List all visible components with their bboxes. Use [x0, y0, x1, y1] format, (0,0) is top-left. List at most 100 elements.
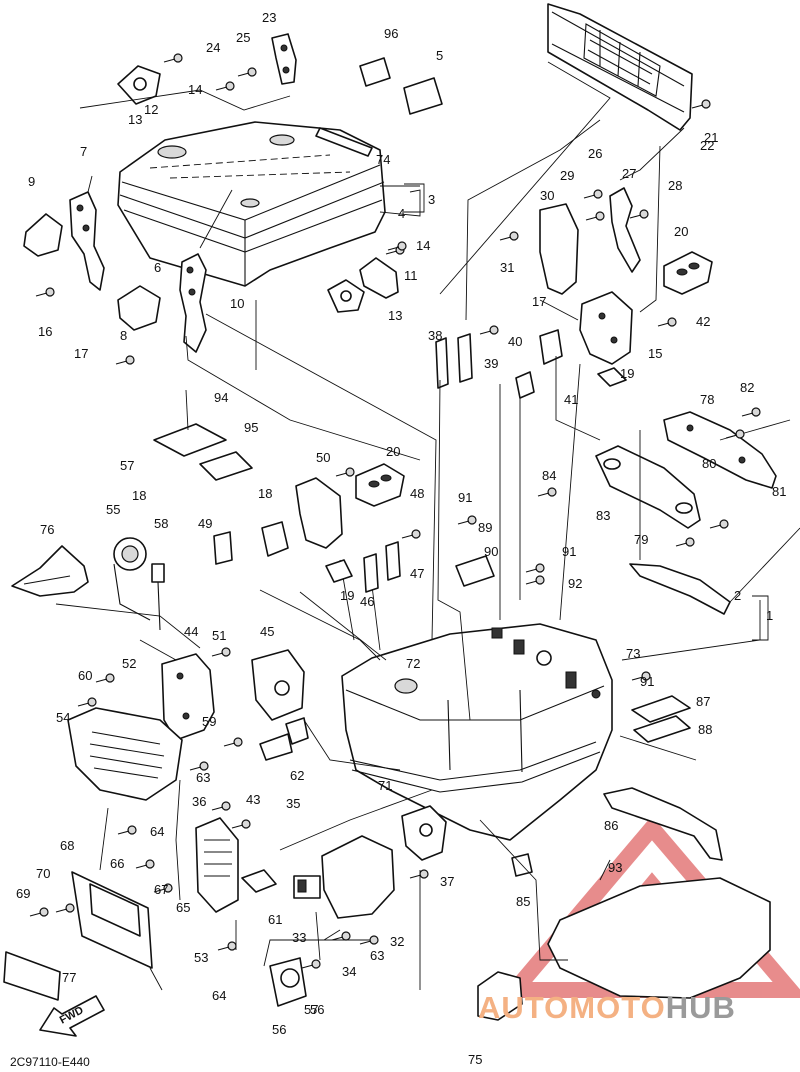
bracket-45: [161, 653, 215, 741]
bolt-icon: [65, 903, 75, 913]
drawing-code: 2C97110-E440: [10, 1055, 90, 1069]
bolt-shaft: [95, 678, 108, 683]
callout-39: 39: [484, 356, 498, 371]
bolt-shaft: [585, 216, 598, 221]
bolt-shaft: [675, 542, 688, 547]
bolt-shaft: [215, 86, 228, 91]
callout-1: 1: [766, 608, 773, 623]
bolt-shaft: [387, 246, 400, 251]
callout-41: 41: [564, 392, 578, 407]
callout-10: 10: [230, 296, 244, 311]
callout-92: 92: [568, 576, 582, 591]
callout-79: 79: [634, 532, 648, 547]
bolt-shaft: [359, 940, 372, 945]
bolt-shaft: [217, 946, 230, 951]
callout-72: 72: [406, 656, 420, 671]
callout-66: 66: [110, 856, 124, 871]
callout-84: 84: [542, 468, 556, 483]
callout-94: 94: [214, 390, 228, 405]
bolt-icon: [411, 529, 421, 539]
callout-69: 69: [16, 886, 30, 901]
knob-72: [394, 678, 418, 694]
callout-27: 27: [622, 166, 636, 181]
callout-14: 14: [188, 82, 202, 97]
bolt-icon: [547, 487, 557, 497]
hinge-cover-9: [23, 213, 63, 257]
bracket-69: [285, 717, 309, 745]
callout-13: 13: [388, 308, 402, 323]
callout-57: 57: [120, 458, 134, 473]
bracket-23: [271, 33, 297, 85]
callout-70: 70: [36, 866, 50, 881]
callout-75: 75: [468, 1052, 482, 1067]
bolt-icon: [163, 883, 173, 893]
callout-81: 81: [772, 484, 786, 499]
callout-44: 44: [184, 624, 198, 639]
callout-4: 4: [398, 206, 405, 221]
bolt-shaft: [237, 72, 250, 77]
bolt-shaft: [35, 292, 48, 297]
bolt-icon: [701, 99, 711, 109]
handle-76: [11, 545, 89, 597]
callout-26: 26: [588, 146, 602, 161]
callout-28: 28: [668, 178, 682, 193]
callout-85: 85: [516, 894, 530, 909]
clip-48: [385, 541, 401, 581]
bolt-shaft: [691, 104, 704, 109]
callout-17: 17: [74, 346, 88, 361]
callout-3: 3: [428, 192, 435, 207]
latch-cover-30: [539, 203, 579, 295]
bolt-shaft: [401, 534, 414, 539]
callout-2: 2: [734, 588, 741, 603]
bolt-shaft: [231, 824, 244, 829]
bolt-icon: [125, 355, 135, 365]
bolt-icon: [593, 189, 603, 199]
mount-rail-83: [595, 445, 701, 529]
callout-19: 19: [340, 588, 354, 603]
callout-31: 31: [500, 260, 514, 275]
callout-47: 47: [410, 566, 424, 581]
bolt-shaft: [525, 580, 538, 585]
bolt-icon: [241, 819, 251, 829]
bolt-shaft: [525, 568, 538, 573]
plate-5: [403, 77, 443, 115]
callout-54: 54: [56, 710, 70, 725]
bolt-shaft: [741, 412, 754, 417]
bolt-shaft: [115, 360, 128, 365]
callout-95: 95: [244, 420, 258, 435]
speaker-housing-55: [67, 707, 183, 801]
bracket-86: [603, 787, 723, 861]
callout-60: 60: [78, 668, 92, 683]
clip-38: [435, 337, 449, 389]
bracket-17-right: [539, 329, 563, 365]
bolt-icon: [173, 53, 183, 63]
bolt-shaft: [117, 830, 130, 835]
bolt-shaft: [709, 524, 722, 529]
bolt-shaft: [223, 742, 236, 747]
callout-71: 71: [378, 778, 392, 793]
bolt-shaft: [331, 936, 344, 941]
hinge-cover-8: [117, 285, 161, 331]
bolt-icon: [489, 325, 499, 335]
clip-19-right: [597, 367, 627, 387]
plate-13: [327, 279, 365, 313]
callout-56: 56: [272, 1022, 286, 1037]
leader-lines: [55, 61, 800, 991]
bracket-37: [401, 805, 447, 861]
callout-21: 21: [704, 130, 718, 145]
callout-18: 18: [132, 488, 146, 503]
bolt-shaft: [163, 58, 176, 63]
callout-64: 64: [212, 988, 226, 1003]
callout-9: 9: [28, 174, 35, 189]
speaker-grille-54: [195, 817, 239, 913]
callout-53: 53: [194, 950, 208, 965]
bolt-icon: [227, 941, 237, 951]
bracket-mark-3: [404, 183, 425, 213]
callout-22: 22: [700, 138, 714, 153]
callout-24: 24: [206, 40, 220, 55]
bolt-shaft: [499, 236, 512, 241]
callout-50: 50: [316, 450, 330, 465]
connector-58: [151, 563, 165, 631]
callout-91: 91: [640, 674, 654, 689]
latch-bracket-11: [359, 257, 399, 299]
